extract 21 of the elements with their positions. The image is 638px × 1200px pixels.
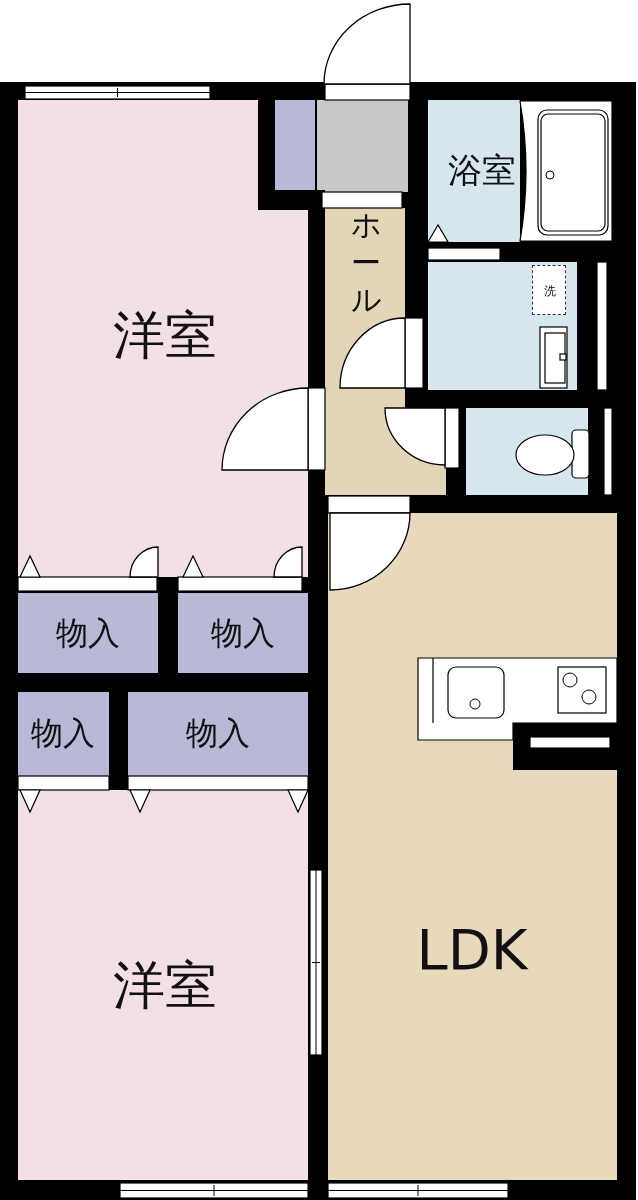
washer-space (532, 265, 566, 315)
room-area (18, 692, 109, 776)
room-area (428, 100, 520, 242)
room-label: LDK (416, 922, 528, 978)
room-area (18, 100, 308, 577)
room-label: 物入 (56, 617, 120, 649)
room-label: 物入 (186, 717, 250, 749)
room-area (18, 790, 308, 1180)
room-label: 物入 (211, 617, 275, 649)
room-label: 洋室 (113, 309, 217, 361)
room-area (18, 593, 158, 673)
room-label: ホール (351, 205, 381, 319)
room-label: 物入 (31, 717, 95, 749)
room-area (317, 100, 408, 192)
room-area (428, 262, 577, 390)
room-area (178, 593, 308, 673)
room-label: 洋室 (113, 959, 217, 1011)
room-area (128, 692, 308, 776)
room-label: 洗 (544, 285, 556, 297)
room-label: 浴室 (448, 153, 516, 187)
room-area (275, 100, 315, 191)
